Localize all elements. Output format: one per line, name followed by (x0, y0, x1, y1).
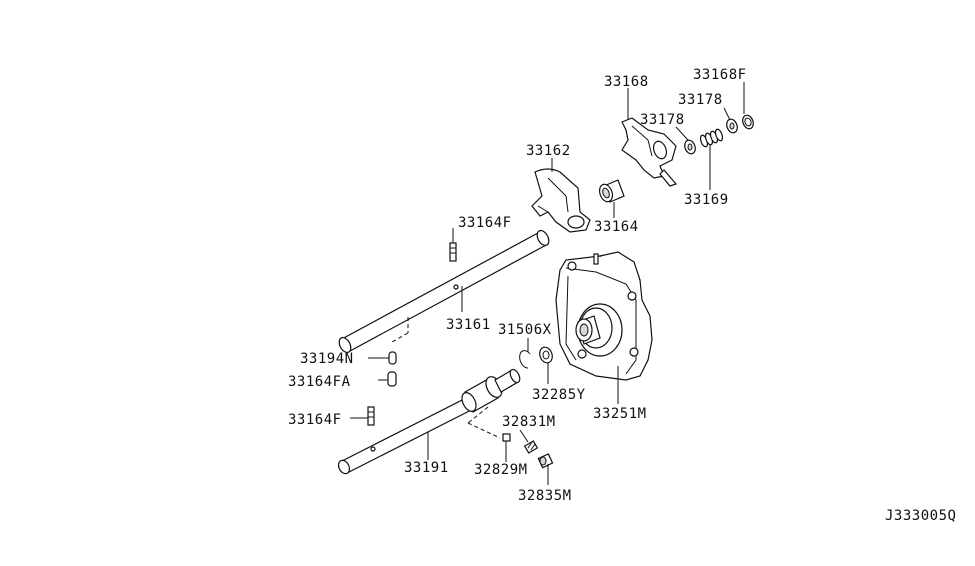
fork-33168[interactable] (621, 117, 678, 187)
label-32831M: 32831M (502, 414, 556, 430)
spring-32831M[interactable] (523, 440, 539, 454)
label-33191: 33191 (404, 460, 449, 476)
housing-33251M[interactable] (555, 251, 653, 381)
label-33161: 33161 (446, 317, 491, 333)
ring-33168F[interactable] (741, 114, 755, 131)
label-33168F: 33168F (693, 67, 747, 83)
label-33194N: 33194N (300, 351, 354, 367)
label-33169: 33169 (684, 192, 729, 208)
shaft-33191[interactable] (336, 368, 521, 476)
label-33251M: 33251M (593, 406, 647, 422)
label-33164F-bottom: 33164F (288, 412, 342, 428)
shaft-33161[interactable] (337, 229, 551, 355)
plug-32835M[interactable] (537, 453, 554, 469)
fork-33162[interactable] (531, 168, 591, 233)
ball-32829M[interactable] (502, 433, 511, 442)
diagram-id: J333005Q (885, 508, 956, 524)
label-31506X: 31506X (498, 322, 552, 338)
label-32285Y: 32285Y (532, 387, 586, 403)
snap-ring-31506X[interactable] (519, 350, 531, 369)
washer-33178-a[interactable] (683, 139, 697, 156)
label-33164FA: 33164FA (288, 374, 351, 390)
leader-33178-a (675, 126, 689, 141)
spring-33169[interactable] (699, 128, 724, 148)
label-33168: 33168 (604, 74, 649, 90)
pin-33164F-bottom[interactable] (367, 406, 375, 426)
label-33178-b: 33178 (678, 92, 723, 108)
leader-32831M (519, 429, 529, 443)
label-33164F-top: 33164F (458, 215, 512, 231)
label-32829M: 32829M (474, 462, 528, 478)
bushing-33164[interactable] (597, 179, 625, 204)
leader-33178-b (723, 107, 731, 121)
label-33164: 33164 (594, 219, 639, 235)
seal-32285Y[interactable] (538, 345, 555, 364)
label-33162: 33162 (526, 143, 571, 159)
label-32835M: 32835M (518, 488, 572, 504)
pin-33164F-top[interactable] (449, 242, 457, 262)
washer-33178-b[interactable] (725, 118, 739, 135)
ball-33164FA[interactable] (387, 371, 397, 387)
plunger-33194N[interactable] (388, 351, 397, 365)
label-33178-a: 33178 (640, 112, 685, 128)
